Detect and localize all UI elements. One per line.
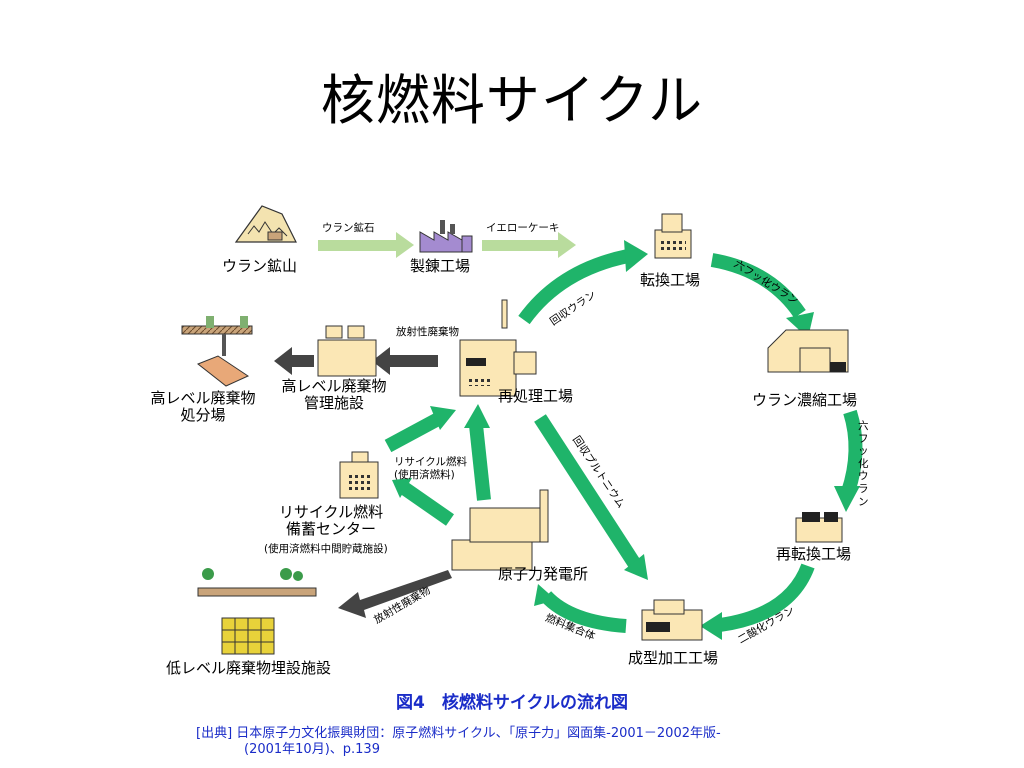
recycle-fuel-label: リサイクル燃料 (使用済燃料): [394, 456, 467, 481]
refinery-label: 製錬工場: [410, 257, 471, 275]
uf6-arrowhead-2: [834, 486, 860, 512]
llw-disposal-label: 低レベル廃棄物埋設施設: [166, 659, 332, 677]
recovered-uranium-arrow: [518, 249, 630, 325]
figure-caption: 図4 核燃料サイクルの流れ図: [396, 693, 628, 713]
hlw-facility-icon: [317, 325, 377, 377]
radioactive-waste-label-1: 放射性廃棄物: [396, 326, 459, 338]
llw-arrow: [338, 570, 452, 618]
recovered-uranium-arrowhead: [624, 240, 648, 272]
plutonium-arrow: [534, 414, 642, 570]
conversion-plant-icon: [654, 213, 692, 259]
hlw-facility-label: 高レベル廃棄物 管理施設: [281, 377, 387, 413]
refinery-icon: [419, 220, 473, 253]
hlw-disposal-label: 高レベル廃棄物 処分場: [150, 389, 256, 425]
llw-disposal-icon: [197, 568, 317, 655]
plant-reprocessing-arrowhead: [464, 404, 490, 428]
plant-to-reprocessing-arrow: [469, 424, 491, 501]
reprocessing-plant-icon: [459, 299, 537, 397]
uo2-arrow: [718, 563, 815, 632]
yellowcake-label: イエローケーキ: [486, 222, 560, 234]
source-citation: [出典] 日本原子力文化振興財団：原子燃料サイクル、「原子力」図面集-2001－…: [196, 726, 721, 758]
uranium-ore-arrow: [318, 232, 414, 258]
fabrication-plant-icon: [641, 599, 703, 641]
reconversion-label: 再転換工場: [776, 545, 852, 563]
plant-to-recycle-arrow: [400, 482, 454, 526]
hlw-to-facility-arrow: [388, 355, 438, 367]
uranium-ore-label: ウラン鉱石: [322, 222, 375, 234]
facility-to-disposal-arrow: [290, 355, 314, 367]
enrichment-label: ウラン濃縮工場: [752, 391, 858, 409]
uf6-arrow-1: [710, 253, 806, 319]
recycle-center-note: (使用済燃料中間貯蔵施設): [264, 543, 388, 555]
hlw-disposal-icon: [181, 316, 253, 387]
conversion-label: 転換工場: [640, 271, 701, 289]
fuel-assembly-arrowhead: [534, 584, 556, 606]
power-plant-icon: [451, 489, 549, 571]
recycle-to-reprocessing-arrow: [384, 411, 444, 453]
uo2-arrowhead: [700, 612, 722, 640]
uf6-label-2: 六フッ化ウラン: [858, 420, 869, 508]
yellowcake-arrow: [482, 232, 576, 258]
plutonium-arrowhead: [624, 554, 648, 580]
enrichment-plant-icon: [767, 329, 849, 373]
reprocessing-label: 再処理工場: [498, 387, 574, 405]
uf6-arrow-2: [841, 409, 863, 495]
reconversion-plant-icon: [795, 512, 843, 543]
plant-recycle-arrowhead: [392, 478, 412, 498]
recycle-arrowhead: [430, 406, 456, 430]
recycle-center-label: リサイクル燃料 備蓄センター: [278, 503, 384, 539]
page-title: 核燃料サイクル: [320, 69, 704, 132]
uranium-mine-label: ウラン鉱山: [222, 257, 298, 275]
fabrication-label: 成型加工工場: [628, 649, 719, 667]
uranium-mine-icon: [234, 205, 297, 243]
power-plant-label: 原子力発電所: [498, 565, 589, 583]
recycle-center-icon: [339, 451, 379, 499]
